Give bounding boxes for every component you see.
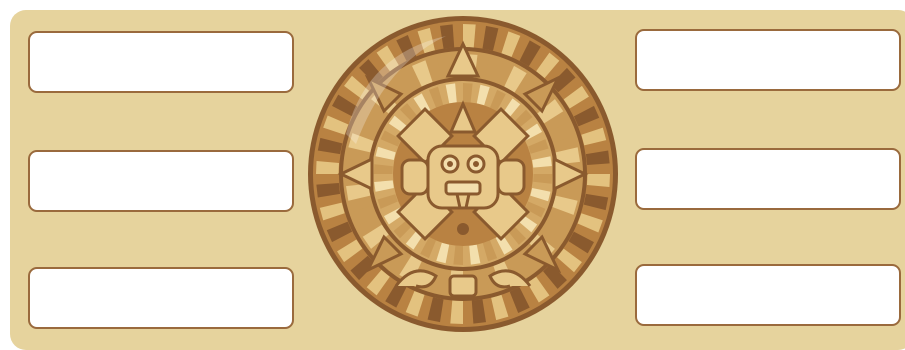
answer-slot-right-3[interactable]: [635, 264, 901, 326]
sun-stone-segment: [587, 174, 610, 187]
aztec-sun-stone-icon: [306, 14, 620, 339]
answer-slot-right-1[interactable]: [635, 29, 901, 91]
sun-stone-segment: [463, 24, 476, 47]
answer-slot-left-1[interactable]: [28, 31, 294, 93]
answer-slot-right-2[interactable]: [635, 148, 901, 210]
sun-stone-segment: [450, 301, 463, 324]
sun-stone-segment: [316, 161, 339, 174]
answer-slot-left-2[interactable]: [28, 150, 294, 212]
answer-slot-left-3[interactable]: [28, 267, 294, 329]
